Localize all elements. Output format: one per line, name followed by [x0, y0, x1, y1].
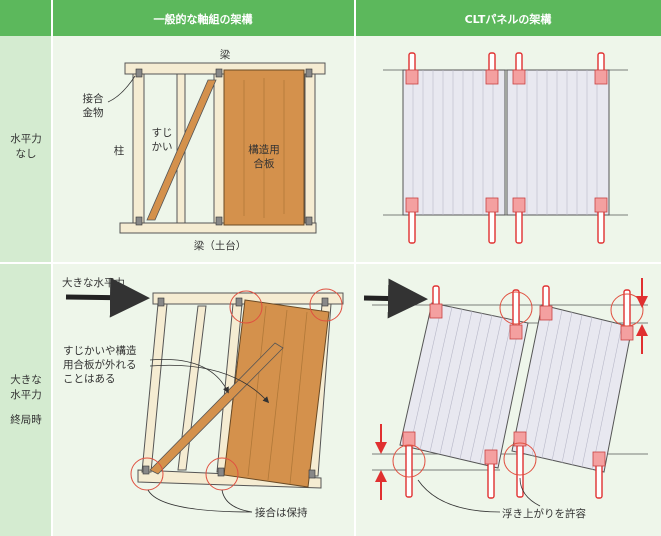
conventional-frame-deformed [130, 288, 344, 491]
joint-highlight [229, 290, 263, 324]
conventional-frame-static [119, 62, 326, 234]
row-label-large-4: 終局時 [10, 413, 42, 426]
label-detach-2: 用合板が外れる [63, 358, 137, 371]
label-sill: 梁（土台） [194, 239, 247, 252]
row-label-no-force-2: なし [16, 148, 37, 160]
header-conventional: 一般的な軸組の架構 [154, 12, 253, 26]
mid-column [213, 73, 225, 224]
row-label-large-2: 水平力 [10, 388, 42, 401]
header-bar [0, 0, 661, 36]
brace [146, 79, 217, 221]
label-brace-1: すじ [152, 127, 173, 139]
joint-hardware [305, 216, 313, 226]
joint-hardware [135, 216, 143, 226]
row-label-large-1: 大きな [10, 373, 42, 386]
label-uplift: 浮き上がりを許容 [502, 507, 586, 520]
label-detach-1: すじかいや構造 [63, 344, 137, 357]
plywood-detached [223, 299, 330, 488]
joint-highlight [130, 457, 164, 491]
row-label-no-force-1: 水平力 [10, 132, 42, 145]
clt-frame-deformed [372, 285, 648, 499]
right-column [304, 73, 316, 224]
force-arrow [65, 277, 150, 318]
clt-frame-static [383, 52, 628, 244]
label-column: 柱 [114, 144, 125, 157]
force-arrow-clt [363, 278, 428, 319]
stud-deformed [177, 305, 207, 471]
label-joint-hw-2: 金物 [83, 106, 104, 119]
label-plywood-2: 合板 [254, 157, 275, 170]
joint-hardware [135, 68, 143, 78]
header-clt: CLTパネルの架構 [465, 12, 552, 26]
label-detach-3: ことはある [63, 373, 116, 385]
joint-hardware [215, 68, 223, 78]
joint-hardware [215, 216, 223, 226]
label-plywood-1: 構造用 [248, 143, 280, 156]
clt-panel-right [506, 69, 610, 216]
clt-top-anchors [405, 52, 608, 85]
left-column [132, 73, 145, 224]
brace-detached [149, 342, 284, 475]
label-joint-hw-1: 接合 [83, 92, 104, 105]
label-beam: 梁 [220, 48, 231, 61]
label-large-force: 大きな水平力 [62, 276, 125, 289]
clt-panel-left [402, 69, 506, 216]
joint-highlight [309, 288, 343, 322]
label-brace-2: かい [152, 141, 173, 153]
row-label-column [0, 36, 52, 536]
joint-hardware [305, 68, 313, 78]
clt-bottom-anchors [405, 197, 608, 244]
label-joints-kept: 接合は保持 [255, 506, 308, 519]
clt-panel-right-rotated [511, 304, 633, 473]
